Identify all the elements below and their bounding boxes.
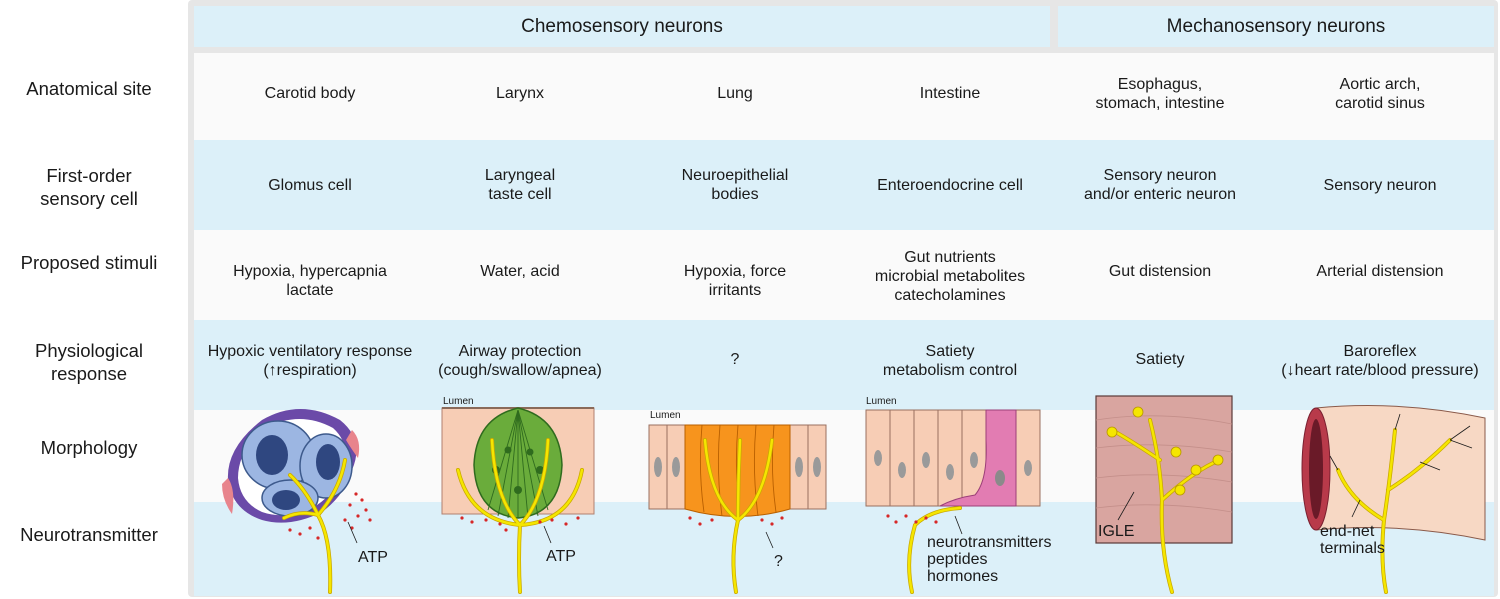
- cell-site-gi: Esophagus,stomach, intestine: [1095, 76, 1225, 112]
- cell-stimuli-gi: Gut distension: [1108, 263, 1212, 280]
- cell-response-aortic: Baroreflex(↓heart rate/blood pressure): [1281, 343, 1479, 379]
- band-stimuli: [194, 230, 1494, 320]
- cell-first-order-aortic: Sensory neuron: [1323, 177, 1437, 194]
- band-morphology: [194, 410, 1494, 502]
- row-label-anatomical-site: Anatomical site: [26, 78, 152, 99]
- row-label-stimuli: Proposed stimuli: [20, 252, 158, 273]
- label-atp-carotid: ATP: [358, 549, 388, 566]
- label-transmitter-intestine-2: peptides: [927, 551, 988, 568]
- header-mechanosensory: Mechanosensory neurons: [1058, 6, 1494, 47]
- cell-stimuli-aortic: Arterial distension: [1316, 263, 1444, 280]
- label-lumen-larynx: Lumen: [443, 396, 474, 407]
- igle-illustration: IGLE: [1095, 395, 1233, 594]
- row-label-neurotransmitter: Neurotransmitter: [20, 524, 158, 545]
- label-lung-transmitter: ?: [774, 553, 783, 570]
- band-anatomical-site: [194, 53, 1494, 140]
- intestine-illustration: neurotransmitters peptides hormones Lume…: [865, 396, 1052, 594]
- cell-site-carotid-body: Carotid body: [264, 85, 356, 102]
- label-end-net-1: end-net: [1320, 523, 1375, 540]
- label-transmitter-intestine-1: neurotransmitters: [927, 534, 1052, 551]
- band-physiological: [194, 320, 1494, 410]
- label-end-net-2: terminals: [1320, 540, 1385, 557]
- header-chemosensory: Chemosensory neurons: [194, 6, 1050, 47]
- lung-illustration: ? Lumen: [648, 410, 827, 594]
- cell-first-order-eec: Enteroendocrine cell: [877, 177, 1023, 194]
- cell-site-larynx: Larynx: [495, 85, 545, 102]
- label-lumen-lung: Lumen: [650, 410, 681, 421]
- cell-response-lung: ?: [730, 351, 740, 368]
- larynx-illustration: ATP Lumen: [441, 396, 595, 594]
- row-label-morphology: Morphology: [40, 437, 138, 458]
- label-transmitter-intestine-3: hormones: [927, 568, 998, 585]
- band-first-order: [194, 140, 1494, 230]
- aortic-illustration: end-net terminals: [1301, 405, 1486, 594]
- cell-response-gi: Satiety: [1135, 351, 1185, 368]
- label-igle: IGLE: [1098, 523, 1134, 540]
- label-lumen-intestine: Lumen: [866, 396, 897, 407]
- label-atp-larynx: ATP: [546, 548, 576, 565]
- cell-site-lung: Lung: [717, 85, 753, 102]
- cell-site-aortic: Aortic arch,carotid sinus: [1335, 76, 1425, 112]
- cell-first-order-glomus: Glomus cell: [268, 177, 352, 194]
- cell-site-intestine: Intestine: [919, 85, 981, 102]
- band-neurotransmitter: [194, 502, 1494, 596]
- carotid-body-illustration: ATP: [222, 409, 388, 594]
- cell-response-carotid: Hypoxic ventilatory response(↑respiratio…: [207, 343, 413, 379]
- cell-response-larynx: Airway protection(cough/swallow/apnea): [438, 343, 602, 379]
- cell-stimuli-larynx: Water, acid: [480, 263, 560, 280]
